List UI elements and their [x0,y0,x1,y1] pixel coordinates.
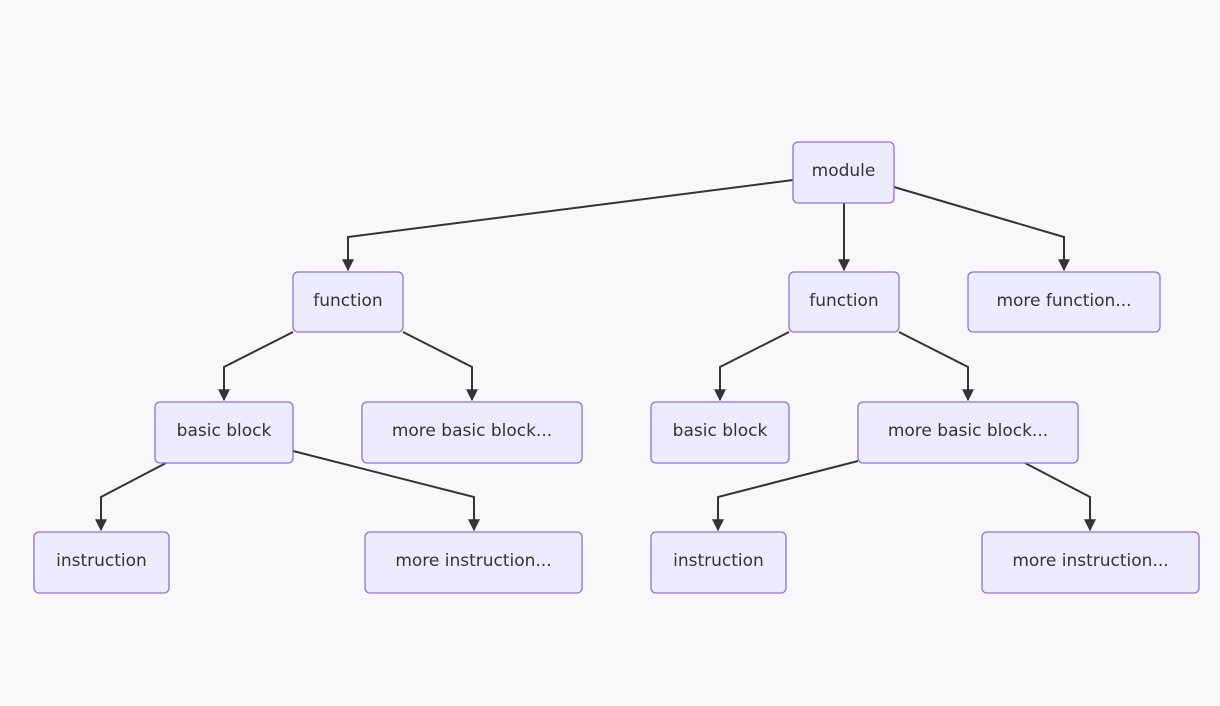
edge-function-2-more-basic-block-2 [898,331,974,402]
node-module-label: module [812,161,876,181]
edge-function-2-basic-block-2 [714,331,790,402]
edge-more-basic-block-2-more-instruction-2 [1024,462,1096,532]
node-function-2-label: function [809,291,878,311]
node-more-instruction-1: more instruction... [364,531,583,594]
edge-module-function-1 [342,179,794,272]
node-basic-block-2: basic block [650,401,790,464]
node-instruction-2-label: instruction [673,551,764,571]
node-instruction-1: instruction [33,531,170,594]
node-basic-block-2-label: basic block [673,421,768,441]
node-module: module [792,141,895,204]
node-more-basic-block-1-label: more basic block... [392,421,552,441]
node-more-instruction-2-label: more instruction... [1012,551,1168,571]
node-more-function: more function... [967,271,1161,333]
node-instruction-1-label: instruction [56,551,147,571]
node-function-1: function [292,271,404,333]
edge-more-basic-block-2-instruction-2 [712,460,859,532]
edge-function-1-more-basic-block-1 [402,331,478,402]
node-instruction-2: instruction [650,531,787,594]
node-more-instruction-1-label: more instruction... [395,551,551,571]
node-function-2: function [788,271,900,333]
node-basic-block-1: basic block [154,401,294,464]
edge-basic-block-1-more-instruction-1 [292,450,480,532]
node-more-instruction-2: more instruction... [981,531,1200,594]
edge-basic-block-1-instruction-1 [95,462,167,532]
node-more-function-label: more function... [996,291,1131,311]
edge-module-more-function [893,186,1070,272]
node-basic-block-1-label: basic block [177,421,272,441]
node-more-basic-block-2-label: more basic block... [888,421,1048,441]
node-function-1-label: function [313,291,382,311]
node-more-basic-block-2: more basic block... [857,401,1079,464]
node-more-basic-block-1: more basic block... [361,401,583,464]
edge-function-1-basic-block-1 [218,331,294,402]
